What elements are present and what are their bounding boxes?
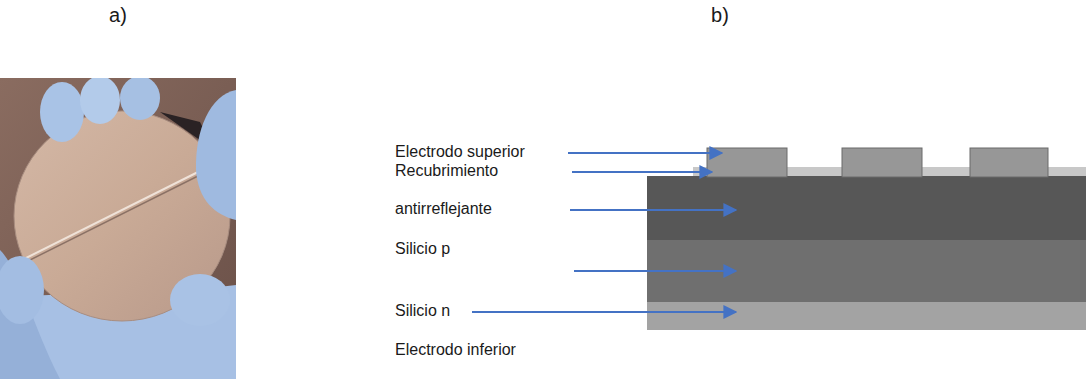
wafer-reflection-shadow <box>18 164 222 266</box>
leader-arrow <box>472 311 736 313</box>
leader-arrow <box>570 209 736 211</box>
leader-arrow <box>574 270 736 272</box>
glove-finger <box>170 274 230 326</box>
part-label: Recubrimiento <box>395 162 498 180</box>
glove-finger <box>0 256 44 324</box>
part-label: Electrodo inferior <box>395 341 516 359</box>
part-label: Silicio n <box>395 302 450 320</box>
wafer-photo <box>0 78 236 379</box>
leader-arrow <box>568 152 722 154</box>
glove-finger <box>40 82 84 142</box>
panel-letter: b) <box>711 4 729 27</box>
antireflective-layer <box>647 176 1086 240</box>
top-electrode <box>842 148 922 177</box>
top-electrode <box>970 148 1048 177</box>
n-silicon-layer <box>647 302 1086 330</box>
leader-arrow <box>572 171 712 173</box>
glove-finger <box>80 78 120 124</box>
solar-cell-section <box>647 148 1086 330</box>
leader-arrows <box>472 153 736 312</box>
glove-finger <box>120 78 160 120</box>
part-label: Electrodo superior <box>395 143 525 161</box>
wafer-reflection-line <box>18 160 222 262</box>
part-label: antirreflejante <box>395 200 492 218</box>
panel-letter: a) <box>109 4 127 27</box>
photo-background <box>0 78 236 379</box>
part-label: Silicio p <box>395 240 450 258</box>
glove-thumb <box>196 90 236 220</box>
